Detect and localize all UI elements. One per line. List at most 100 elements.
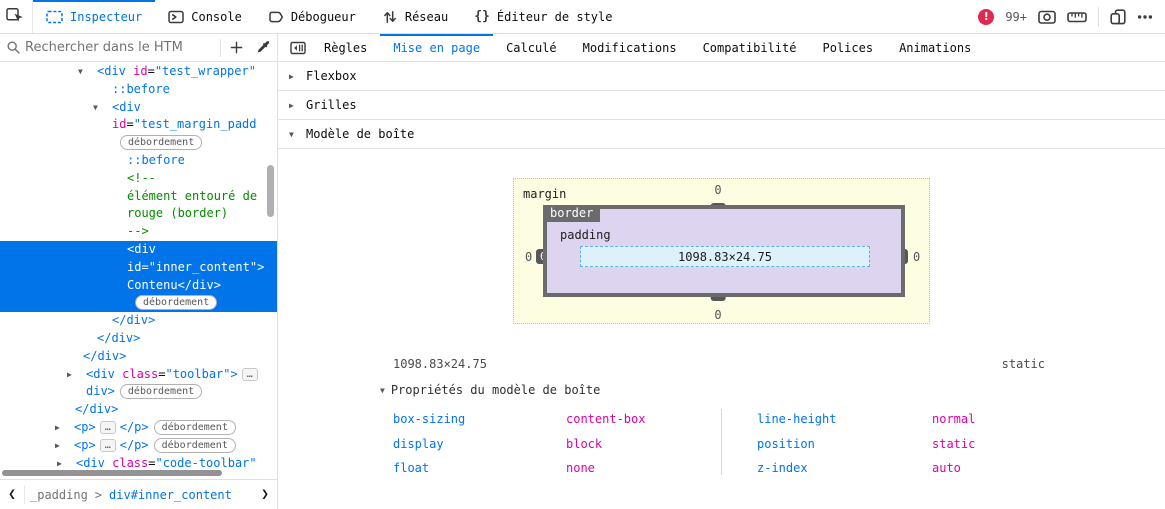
margin-top-value[interactable]: 0 [714,183,722,197]
sidebar-tab-polices[interactable]: Polices [822,40,874,55]
overflow-badge[interactable]: débordement [153,437,236,453]
ellipsis-chip[interactable]: … [99,438,116,452]
property-value[interactable]: content-box [566,412,646,427]
tree-line[interactable]: ▶<div class="code-toolbar" [0,455,277,473]
tree-line[interactable]: <!-- [0,170,277,188]
inspector-icon [46,9,63,25]
search-input[interactable] [25,40,218,55]
overflow-badge[interactable]: débordement [119,384,203,400]
breadcrumb-back-button[interactable]: ❮ [8,487,16,502]
tree-line[interactable]: --> [0,223,277,241]
tree-line[interactable]: ▼<div id="test_wrapper" [0,63,277,81]
section-grid[interactable]: ▶ Grilles [278,91,1165,120]
boxmodel-properties-title: Propriétés du modèle de boîte [390,383,601,397]
tree-line[interactable]: </div> [0,348,277,366]
property-value[interactable]: static [932,436,976,451]
element-dimensions: 1098.83×24.75 [393,357,487,371]
tree-line[interactable]: div>débordement [0,383,277,401]
tree-line[interactable]: rouge (border) [0,205,277,223]
tree-line[interactable]: débordement [0,134,277,152]
ellipsis-chip[interactable]: … [241,367,258,381]
property-name[interactable]: float [393,461,430,476]
property-name[interactable]: line-height [757,412,837,427]
sidebar-tab-animations[interactable]: Animations [899,40,972,55]
tree-line[interactable]: id="inner_content"> [0,258,277,277]
add-node-button[interactable] [223,40,250,55]
tree-line[interactable]: </div> [0,312,277,330]
tree-line[interactable]: </div> [0,401,277,419]
eyedropper-button[interactable] [250,40,277,55]
margin-right-value[interactable]: 0 [913,250,921,264]
element-picker-button[interactable] [0,0,33,33]
twisty-closed-icon[interactable]: ▶ [55,422,60,432]
property-name[interactable]: display [393,436,444,451]
sidebar-tab-mise-en-page[interactable]: Mise en page [380,34,493,61]
margin-left-value[interactable]: 0 [525,250,533,264]
responsive-mode-button[interactable] [1110,8,1126,25]
screenshot-button[interactable] [1038,9,1056,25]
tab-editeur-de-style[interactable]: {}Éditeur de style [461,0,625,33]
error-count[interactable]: 99+ [1005,9,1027,24]
tree-line[interactable]: </div> [0,330,277,348]
code-val: "test_wrapper" [154,64,256,78]
property-value[interactable]: block [566,436,603,451]
twisty-closed-icon[interactable]: ▶ [67,369,72,379]
code-val: "inner_content" [148,259,258,274]
breadcrumb-item-previous[interactable]: _padding [30,487,88,502]
horizontal-scrollbar[interactable] [2,470,222,476]
tab-inspecteur[interactable]: Inspecteur [33,0,156,33]
tree-line[interactable]: ▶<p>…</p>débordement [0,419,277,437]
tab-console[interactable]: Console [155,0,255,33]
section-flexbox[interactable]: ▶ Flexbox [278,62,1165,91]
property-name[interactable]: z-index [757,461,808,476]
tree-line[interactable]: ▶<div class="toolbar">… [0,366,277,384]
tree-line[interactable]: ::before [0,81,277,99]
breadcrumb-forward-button[interactable]: ❯ [261,487,269,502]
margin-bottom-value[interactable]: 0 [714,308,722,322]
boxmodel-properties-header[interactable]: ▼ Propriétés du modèle de boîte [278,377,1165,403]
twisty-closed-icon[interactable]: ▶ [55,440,60,450]
tree-line[interactable]: ::before [0,152,277,170]
code-tag: </div> [75,402,119,417]
overflow-badge[interactable]: débordement [120,135,203,151]
tab-debogueur[interactable]: Débogueur [255,0,369,33]
property-value[interactable]: auto [932,461,961,476]
boxmodel-border-box[interactable]: border padding 1098.83×24.75 [543,205,905,297]
sidebar-tab-règles[interactable]: Règles [324,40,368,55]
property-value[interactable]: none [566,461,595,476]
overflow-badge[interactable]: débordement [135,295,218,311]
tree-line[interactable]: id="test_margin_padd [0,116,277,134]
property-value[interactable]: normal [932,412,976,427]
twisty-open-icon[interactable]: ▼ [93,102,98,112]
sidebar-tab-compatibilité[interactable]: Compatibilité [702,40,797,55]
sidebar-toggle-button[interactable] [285,34,311,61]
tree-line[interactable]: <div [0,240,277,259]
property-name[interactable]: position [757,436,815,451]
error-badge-icon[interactable]: ! [978,8,995,25]
breadcrumb-item-current[interactable]: div#inner_content [109,487,232,502]
tab-reseau[interactable]: Réseau [369,0,461,33]
meatball-menu-button[interactable] [1137,9,1153,25]
rulers-button[interactable] [1067,9,1087,25]
tree-line[interactable]: Contenu</div> [0,276,277,295]
twisty-closed-icon[interactable]: ▶ [57,458,62,468]
property-name[interactable]: box-sizing [393,412,466,427]
section-boxmodel[interactable]: ▼ Modèle de boîte [278,120,1165,149]
properties-column-left: box-sizing content-box display block float no… [393,407,645,481]
ellipsis-chip[interactable]: … [99,420,116,434]
vertical-scrollbar[interactable] [267,165,274,217]
property-row: line-height normal [757,407,975,432]
twisty-open-icon[interactable]: ▼ [78,67,83,76]
boxmodel-margin-box[interactable]: margin 0 0 0 0 0 0 0 0 0 0 0 0 border pa [513,178,930,324]
properties-column-right: line-height normal position static z-index au… [757,407,975,481]
tree-line[interactable]: débordement [0,294,277,313]
tree-line[interactable]: ▶<p>…</p>débordement [0,437,277,455]
overflow-badge[interactable]: débordement [153,419,236,435]
boxmodel-content-box[interactable]: 1098.83×24.75 [580,246,870,267]
tree-line[interactable]: élément entouré de [0,188,277,206]
sidebar-tab-modifications[interactable]: Modifications [582,40,677,55]
tree-line[interactable]: ▼<div [0,99,277,117]
sidebar-tab-calculé[interactable]: Calculé [506,40,557,55]
tab-label: Éditeur de style [496,9,613,24]
